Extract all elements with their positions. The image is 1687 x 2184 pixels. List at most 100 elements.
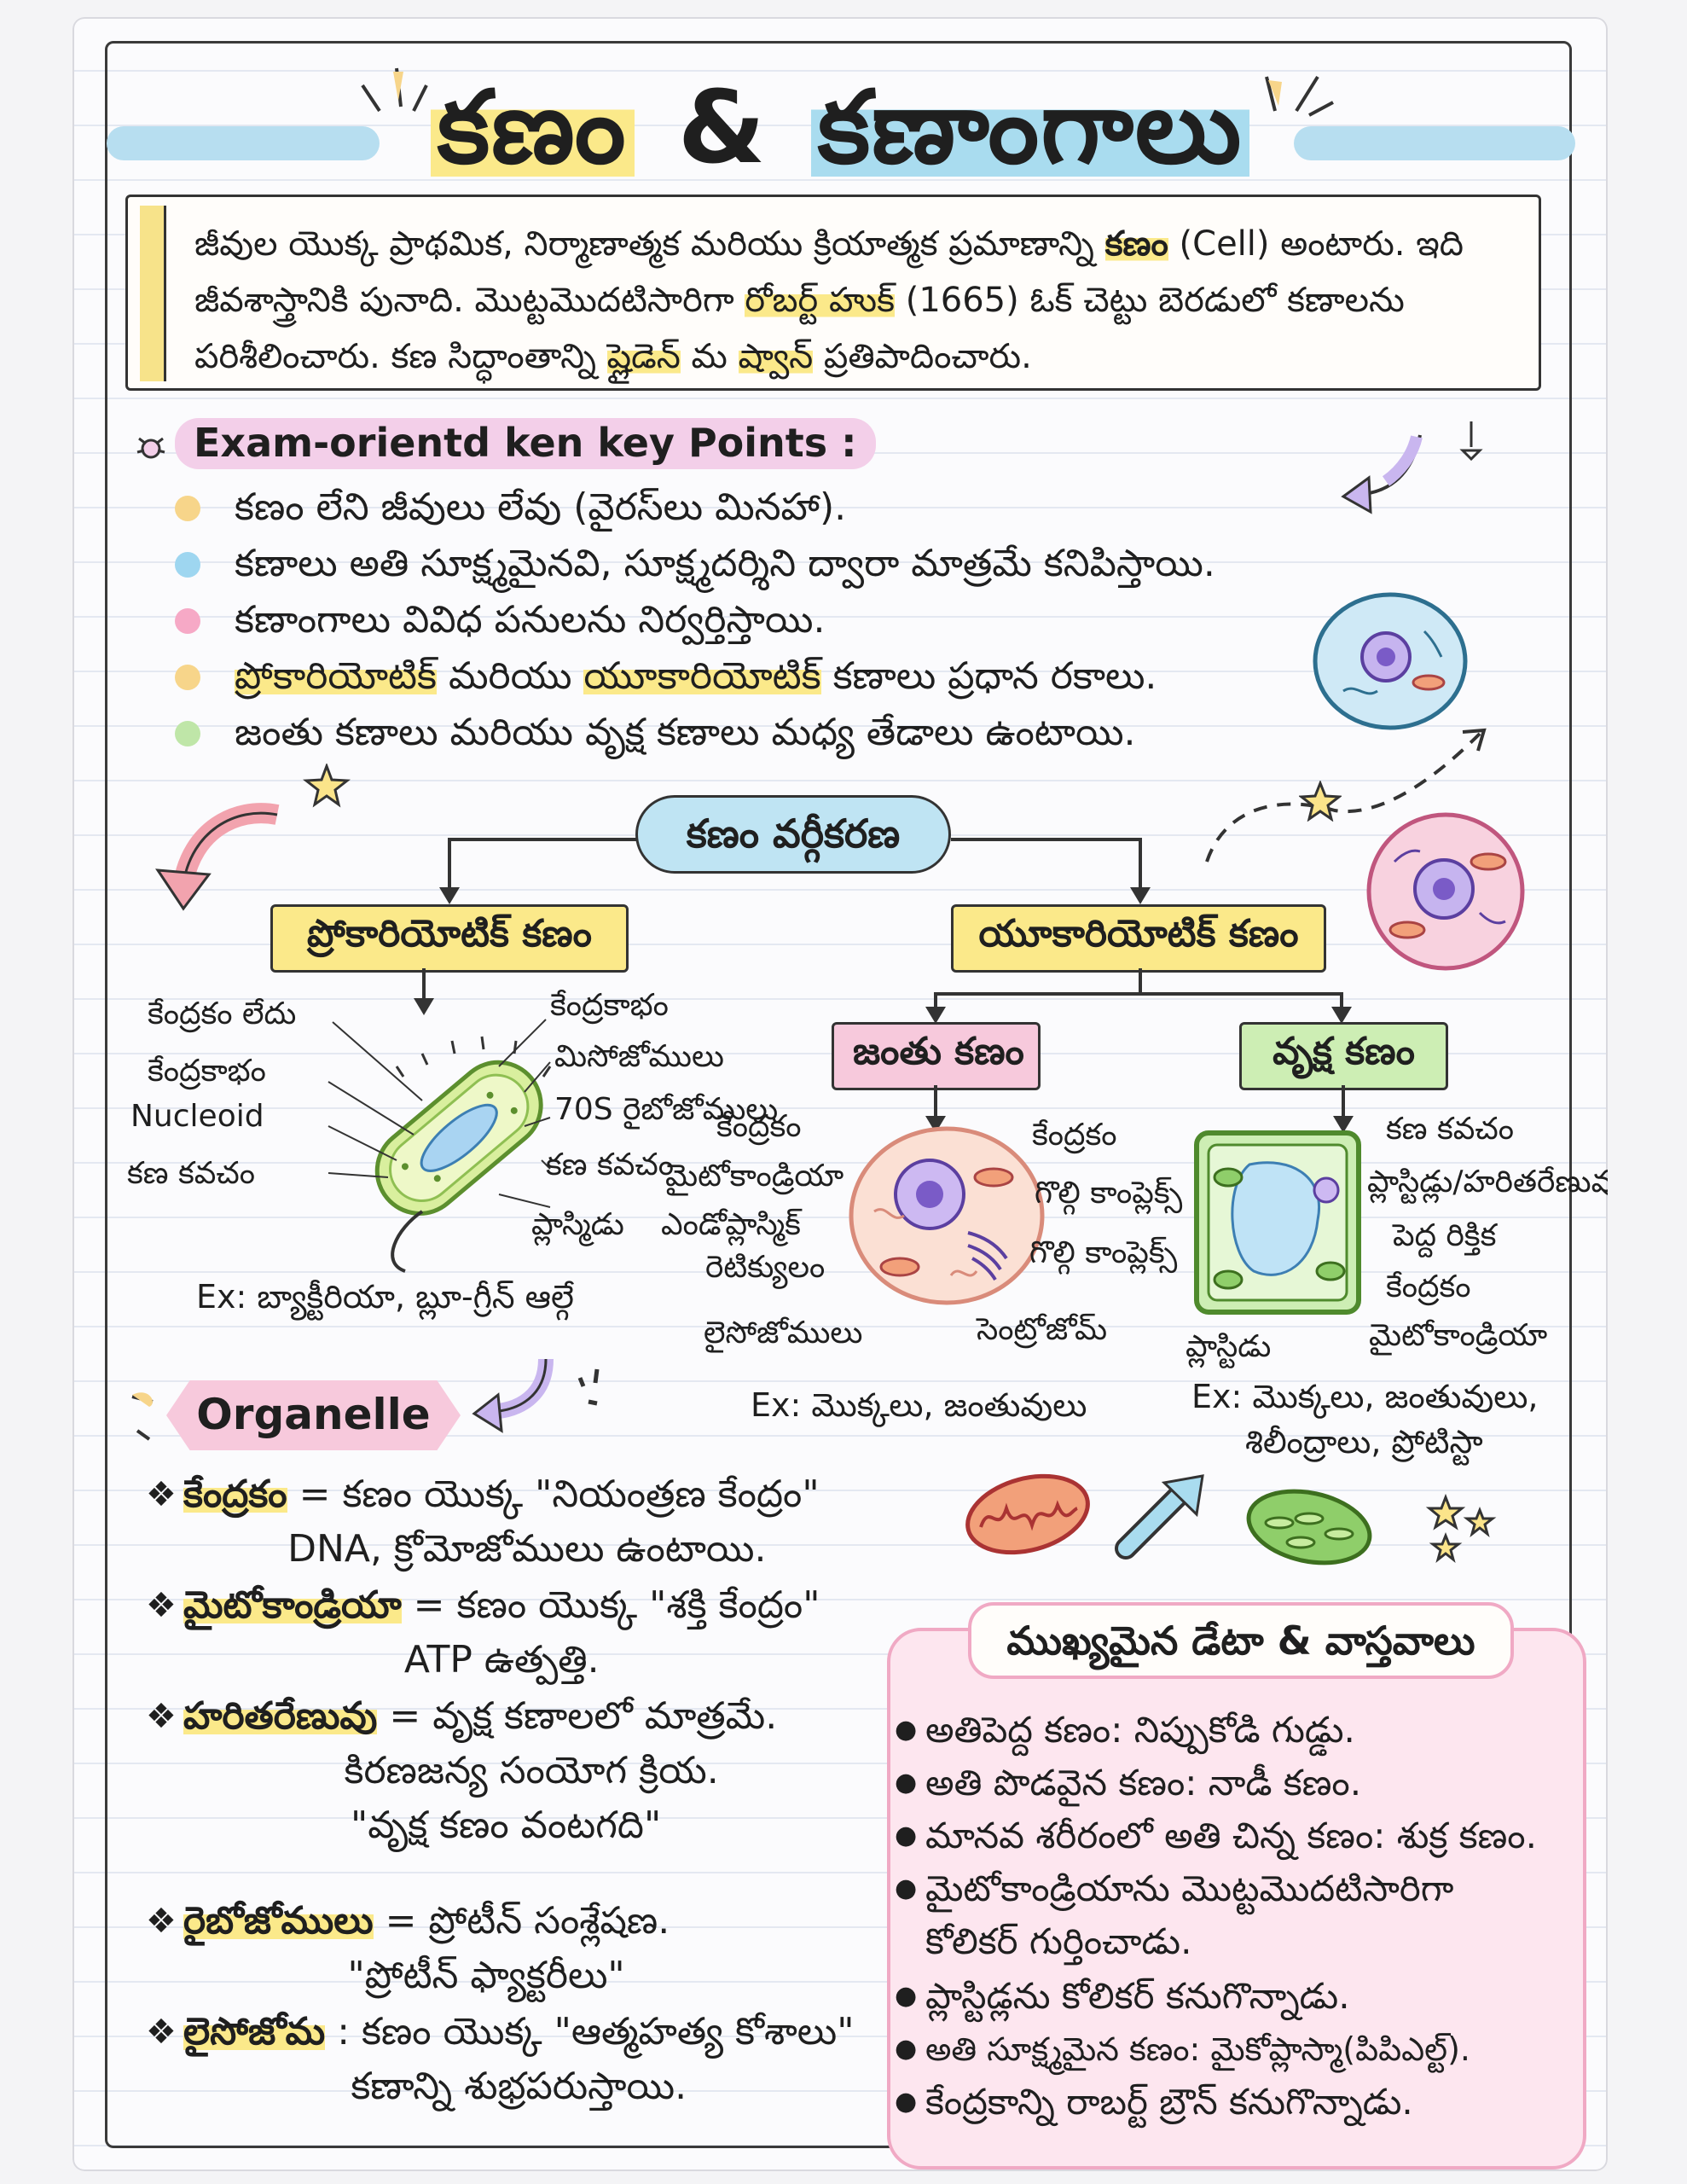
sparkle-icon bbox=[361, 67, 428, 113]
label-plant-nucleus: కేంద్రకం bbox=[1386, 1269, 1471, 1304]
organelle-detail: కణాన్ని శుభ్రపరుస్తాయి. bbox=[351, 2065, 687, 2108]
label-animal-golgi-1: గొల్గి కాంప్లెక్స్ bbox=[1035, 1176, 1183, 1211]
key-points-heading: Exam-orientd ken key Points : bbox=[175, 418, 876, 469]
label-plant-plastids: ప్లాస్టిడ్లు/హరితరేణువు bbox=[1367, 1165, 1608, 1199]
eukaryotic-box: యూకారియోటిక్ కణం bbox=[951, 904, 1326, 973]
organelle-ribosomes: ❖ రైబోజోములు = ప్రోటీన్ సంశ్లేషణ. "ప్రోట… bbox=[146, 1894, 670, 2003]
arrow-doodle-icon bbox=[472, 1358, 600, 1433]
arrow-down bbox=[439, 887, 460, 904]
tree-line bbox=[1139, 838, 1142, 889]
intro-text: జీవుల యొక్క ప్రాథమిక, నిర్మాణాత్మక మరియు… bbox=[194, 224, 1105, 264]
chloroplast-icon bbox=[1246, 1489, 1372, 1565]
key-point-3: కణాంగాలు వివిధ పనులను నిర్వర్తిస్తాయి. bbox=[175, 595, 826, 646]
intro-keyword-schleiden: ష్లైడెన్ bbox=[606, 337, 681, 376]
key-point-1: కణం లేని జీవులు లేవు (వైరస్‌లు మినహా). bbox=[175, 482, 847, 533]
title-decor-left bbox=[107, 126, 380, 160]
title-amp: & bbox=[677, 68, 768, 186]
organelle-detail: కిరణజన్య సంయోగ క్రియ. bbox=[344, 1749, 719, 1792]
intro-keyword-schwann: ష్వాన్ bbox=[738, 337, 814, 376]
tree-line bbox=[934, 992, 937, 1009]
plant-cell-diagram bbox=[1194, 1130, 1361, 1315]
label-plant-plastid: ప్లాస్టిడు bbox=[1186, 1329, 1272, 1364]
key-point-text: కణం లేని జీవులు లేవు (వైరస్‌లు మినహా). bbox=[235, 485, 847, 529]
label-plant-mitochondria: మైటోకాండ్రియా bbox=[1369, 1318, 1548, 1353]
tree-line bbox=[448, 838, 451, 889]
intro-text: (Cell) అంటారు. ఇది జీవశాస్త్రానికి పునాద… bbox=[194, 224, 1464, 320]
label-plasmid: ప్లాస్మిడు bbox=[531, 1207, 624, 1242]
organelle-tag: Organelle bbox=[166, 1380, 461, 1450]
label-animal-golgi-2: గొల్గి కాంప్లెక్స్ bbox=[1029, 1235, 1178, 1270]
prokaryotic-example: Ex: బ్యాక్టీరియా, బ్లూ-గ్రీన్ ఆల్గే bbox=[196, 1278, 574, 1316]
page-title: కణం & కణాంగాలు bbox=[72, 68, 1608, 211]
label-nucleoid-right: కేంద్రకాభం bbox=[550, 988, 669, 1023]
curved-arrow-left-icon bbox=[155, 803, 280, 911]
arrow-down bbox=[1331, 1007, 1352, 1024]
diamond-bullet-icon: ❖ bbox=[146, 1697, 177, 1736]
organelle-nucleus: ❖ కేంద్రకం = కణం యొక్క "నియంత్రణ కేంద్రం… bbox=[146, 1467, 820, 1577]
bullet-dot bbox=[175, 552, 200, 578]
keyword-eukaryotic: యూకారియోటిక్ bbox=[583, 654, 821, 698]
diamond-bullet-icon: ❖ bbox=[146, 2013, 177, 2052]
bullet-dot bbox=[175, 665, 200, 690]
curved-arrow-icon bbox=[1341, 434, 1423, 514]
diamond-bullet-icon: ❖ bbox=[146, 1475, 177, 1514]
bullet-dot bbox=[175, 496, 200, 521]
mitochondria-icon bbox=[965, 1473, 1090, 1555]
tree-line bbox=[934, 992, 1343, 996]
organelle-name: లైసోజోమ bbox=[183, 2010, 326, 2053]
label-plant-cell-wall: కణ కవచం bbox=[1386, 1112, 1514, 1147]
organelle-mitochondria: ❖ మైటోకాండ్రియా = కణం యొక్క "శక్తి కేంద్… bbox=[146, 1578, 820, 1687]
label-plant-vacuole: పెద్ద రిక్తిక bbox=[1393, 1218, 1497, 1253]
organelle-detail: ATP ఉత్పత్తి. bbox=[403, 1638, 600, 1682]
animal-cell-diagram bbox=[849, 1126, 1045, 1305]
stars-icon bbox=[1425, 1493, 1497, 1563]
animal-cell-box: జంతు కణం bbox=[832, 1022, 1041, 1090]
arrow-down bbox=[414, 998, 434, 1015]
tree-line bbox=[1340, 992, 1343, 1009]
animal-cell-icon bbox=[1313, 592, 1468, 730]
title-part2: కణాంగాలు bbox=[810, 68, 1250, 186]
eukaryotic-cell-icon bbox=[1366, 812, 1525, 971]
fact-item: మైటోకాండ్రియాను మొట్టమొదటిసారిగా bbox=[895, 1863, 1453, 1914]
label-animal-nucleus-left: కేంద్రకం bbox=[716, 1109, 802, 1144]
title-decor-right bbox=[1294, 126, 1575, 160]
diamond-bullet-icon: ❖ bbox=[146, 1586, 177, 1625]
key-point-text: కణాలు అతి సూక్ష్మమైనవి, సూక్ష్మదర్శిని ద… bbox=[235, 542, 1215, 585]
organelle-name: మైటోకాండ్రియా bbox=[183, 1583, 402, 1627]
label-animal-centrosome: సెంట్రోజోమ్ bbox=[977, 1312, 1108, 1347]
page: కణం & కణాంగాలు జీవుల యొక్క ప్రాథమిక, నిర… bbox=[72, 17, 1608, 2171]
label-nucleoid: Nucleoid bbox=[130, 1099, 264, 1134]
intro-text: ప్రతిపాదించారు. bbox=[813, 337, 1032, 376]
tree-line bbox=[448, 838, 637, 841]
bullet-dot bbox=[175, 608, 200, 634]
organelle-name: కేంద్రకం bbox=[183, 1472, 287, 1516]
organelle-name: రైబోజోములు bbox=[183, 1899, 374, 1943]
fact-item: అతి పొడవైన కణం: నాడీ కణం. bbox=[895, 1757, 1361, 1809]
key-point-text: మరియు bbox=[436, 654, 584, 698]
intro-keyword-cell: కణం bbox=[1104, 224, 1168, 264]
label-70s-ribosomes: 70S రైబోజోములు bbox=[554, 1092, 779, 1127]
arrow-down bbox=[1333, 1116, 1354, 1133]
dashed-arrow-icon bbox=[1205, 728, 1487, 863]
label-nucleoid-te: కేంద్రకాభం bbox=[148, 1054, 266, 1089]
arrow-up-right-icon bbox=[1115, 1474, 1204, 1560]
fact-item: అతి సూక్ష్మమైన కణం: మైకోప్లాస్మా(పిపిఎల్… bbox=[895, 2024, 1470, 2075]
fact-item: ప్లాస్టిడ్లను కోలికర్ కనుగొన్నాడు. bbox=[895, 1971, 1350, 2022]
arrow-down bbox=[925, 1007, 946, 1024]
sparkle-icon-right bbox=[1265, 75, 1334, 117]
tree-line bbox=[1342, 1085, 1345, 1119]
title-part1: కణం bbox=[430, 68, 635, 186]
key-point-text: కణాలు ప్రధాన రకాలు. bbox=[820, 654, 1157, 698]
tree-line bbox=[1139, 968, 1142, 994]
tree-line bbox=[934, 1085, 937, 1119]
plant-example-2: శిలీంద్రాలు, ప్రోటిస్టా bbox=[1245, 1423, 1483, 1461]
label-animal-mitochondria: మైటోకాండ్రియా bbox=[665, 1159, 844, 1194]
label-no-nucleus: కేంద్రకం లేదు bbox=[148, 996, 297, 1031]
fact-item: అతిపెద్ద కణం: నిప్పుకోడి గుడ్డు. bbox=[895, 1705, 1355, 1756]
animal-example: Ex: మొక్కలు, జంతువులు bbox=[751, 1386, 1087, 1424]
organelle-desc: = వృక్ష కణాలలో మాత్రమే. bbox=[377, 1694, 778, 1738]
bullet-dot bbox=[175, 721, 200, 746]
key-point-text: కణాంగాలు వివిధ పనులను నిర్వర్తిస్తాయి. bbox=[235, 598, 826, 642]
organelle-lysosome: ❖ లైసోజోమ : కణం యొక్క "ఆత్మహత్య కోశాలు" … bbox=[146, 2005, 854, 2114]
tree-line bbox=[951, 838, 1140, 841]
